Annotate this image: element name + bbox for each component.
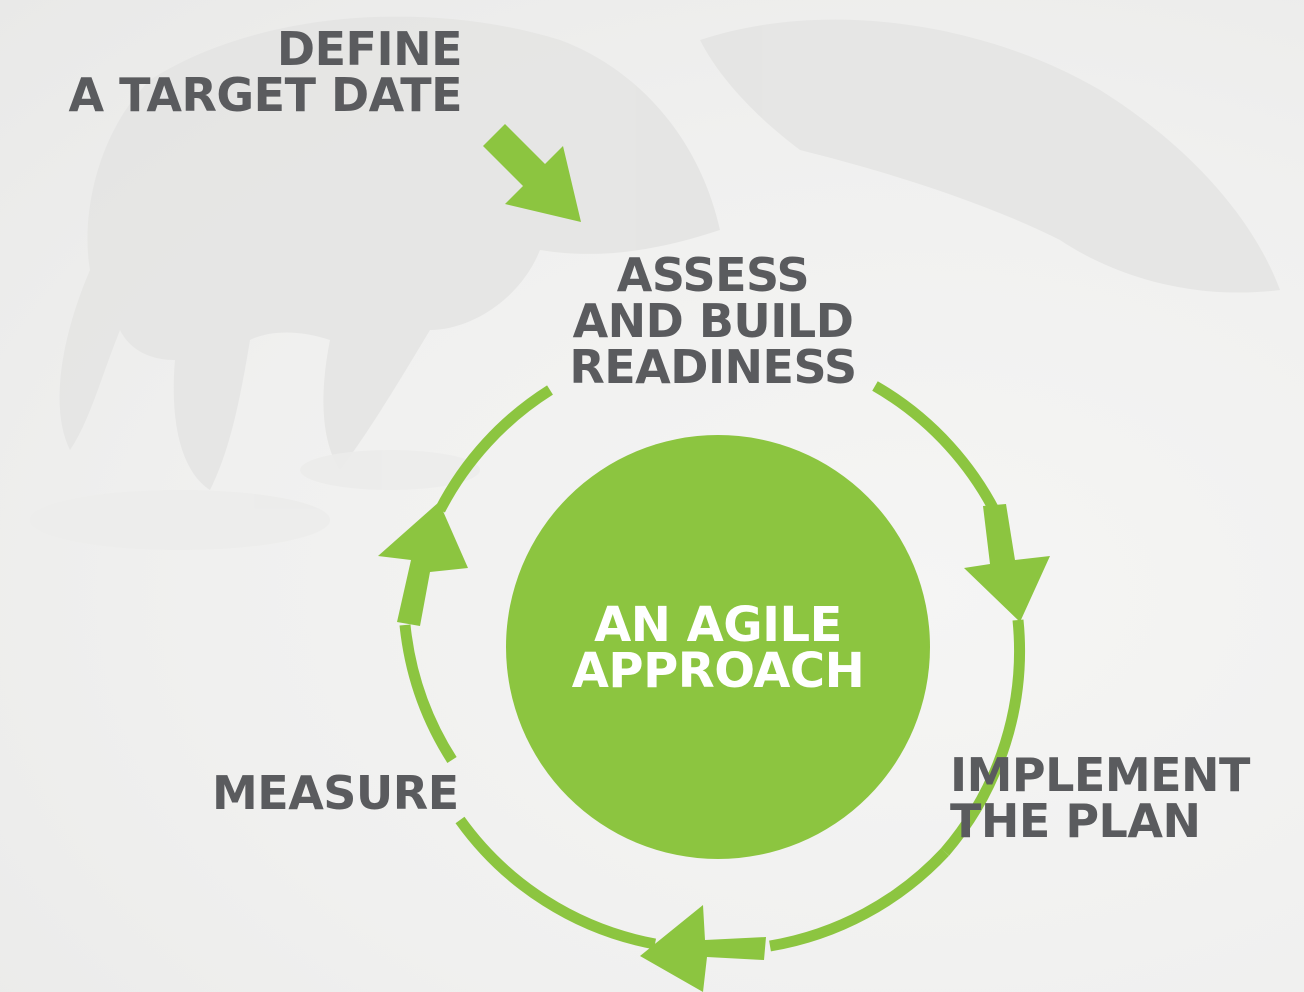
- step-assess-build-readiness: ASSESS AND BUILD READINESS: [548, 252, 878, 390]
- step-define-target-date: DEFINE A TARGET DATE: [68, 26, 462, 118]
- center-title: AN AGILE APPROACH: [506, 436, 930, 860]
- arrow-left-icon: [640, 905, 766, 992]
- step-assess-line-2: AND BUILD: [572, 294, 854, 348]
- ring-arc-bottom-right: [769, 848, 950, 952]
- step-define-line-2: A TARGET DATE: [68, 68, 462, 122]
- step-assess-line-3: READINESS: [569, 340, 857, 394]
- center-title-line-1: AN AGILE: [594, 597, 842, 653]
- center-title-line-2: APPROACH: [571, 643, 865, 699]
- arrow-up-icon: [378, 502, 468, 626]
- step-implement-line-2: THE PLAN: [950, 794, 1201, 848]
- center-circle: [506, 435, 930, 859]
- ring-arc-right: [940, 619, 1026, 856]
- arrow-down-right-icon: [483, 124, 581, 222]
- arrow-down-icon: [964, 504, 1050, 622]
- ring-arc-bottom-left: [455, 816, 657, 950]
- step-implement-plan: IMPLEMENT THE PLAN: [950, 752, 1250, 844]
- ring-arc-left: [399, 624, 457, 763]
- step-measure: MEASURE: [212, 770, 459, 816]
- step-measure-line-1: MEASURE: [212, 766, 459, 820]
- step-assess-line-1: ASSESS: [616, 248, 810, 302]
- step-implement-line-1: IMPLEMENT: [950, 748, 1250, 802]
- step-define-line-1: DEFINE: [276, 22, 463, 76]
- ring-arc-top-left: [435, 385, 553, 513]
